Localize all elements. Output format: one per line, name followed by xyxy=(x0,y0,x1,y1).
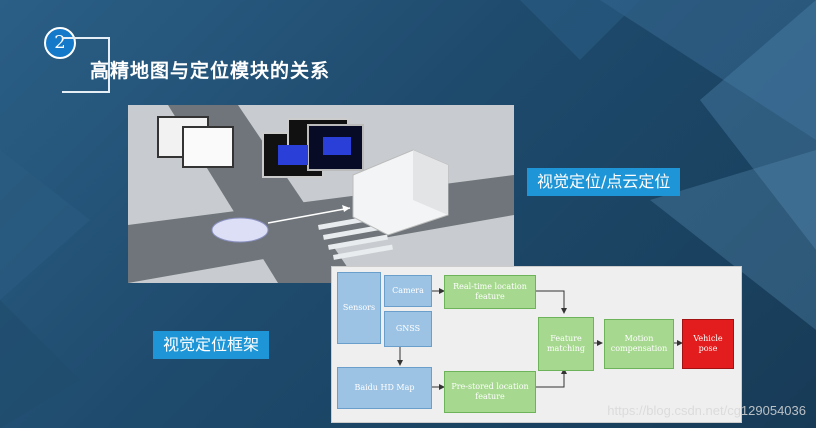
diagram-connectors xyxy=(397,288,683,390)
prestored-location-feature-box: Pre-stored location feature xyxy=(444,371,536,413)
localization-framework-diagram: Sensors Camera GNSS Baidu HD Map Real-ti… xyxy=(331,266,742,423)
gnss-box: GNSS xyxy=(384,311,432,347)
sensors-box: Sensors xyxy=(337,272,381,344)
slide-title: 高精地图与定位模块的关系 xyxy=(90,60,331,82)
label-visual-pointcloud-localization: 视觉定位/点云定位 xyxy=(527,168,681,196)
vehicle-pose-box: Vehicle pose xyxy=(682,319,734,369)
realtime-location-feature-box: Real-time location feature xyxy=(444,275,536,309)
slide-number-badge: 2 xyxy=(44,27,76,59)
feature-matching-box: Feature matching xyxy=(538,317,594,371)
label-visual-localization-framework: 视觉定位框架 xyxy=(153,331,270,359)
camera-box: Camera xyxy=(384,275,432,307)
title-frame xyxy=(62,37,110,93)
url-watermark: https://blog.csdn.net/cg129054036 xyxy=(607,403,806,418)
street-scene-illustration xyxy=(128,105,514,283)
baidu-hd-map-box: Baidu HD Map xyxy=(337,367,432,409)
motion-compensation-box: Motion compensation xyxy=(604,319,674,369)
scene-drawing xyxy=(128,105,514,283)
